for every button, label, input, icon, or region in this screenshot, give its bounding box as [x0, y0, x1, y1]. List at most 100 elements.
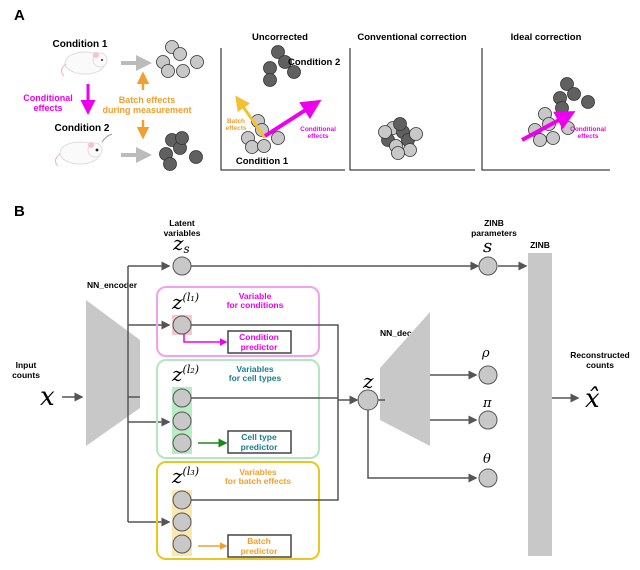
- z-l2-node: [172, 388, 192, 408]
- latent-to-z-lines: [191, 261, 480, 501]
- batch-box-title-2: for batch effects: [225, 476, 291, 486]
- z-l1-node: [172, 315, 192, 335]
- s-node: [478, 256, 498, 276]
- condition1-label: Condition 1: [53, 39, 108, 50]
- mouse-condition2-icon: [54, 133, 113, 167]
- plot-title: Ideal correction: [511, 32, 582, 43]
- conditional-label-2: effects: [308, 133, 329, 140]
- nn-decoder-label: NN_decoder: [380, 328, 431, 338]
- cell-dot: [175, 131, 189, 145]
- condition2-label: Condition 2: [55, 123, 110, 134]
- z-l2-node: [172, 411, 192, 431]
- conditional-effects-label-1: Conditional: [23, 93, 73, 103]
- cell-type-predictor-box: [227, 430, 292, 454]
- cell-dot: [271, 131, 285, 145]
- input-counts-label-1: Input: [16, 360, 37, 370]
- conditional-effects-label-2: effects: [33, 103, 62, 113]
- encoder-branches: [127, 261, 171, 527]
- reconstructed-label-1: Reconstructed: [570, 350, 630, 360]
- cell-dot: [271, 45, 285, 59]
- batch-label-1: Batch: [227, 118, 245, 125]
- z-l2-label: z(l₂): [171, 362, 199, 386]
- batch-arrow: [235, 95, 267, 139]
- panel-a-label: A: [14, 7, 25, 24]
- cell-dot: [245, 140, 259, 154]
- rho-label: ρ: [481, 346, 490, 361]
- zinb-bar: [528, 253, 552, 556]
- condition2-label: Condition 2: [288, 57, 340, 68]
- batch-predictor-box: [227, 534, 292, 558]
- panel-b-label: B: [14, 203, 25, 220]
- z-l3-label: z(l₃): [171, 464, 199, 488]
- zinb-label: ZINB: [530, 240, 550, 250]
- condition-predictor-box: [227, 330, 292, 354]
- cell-pred-label-2: predictor: [241, 442, 279, 452]
- z-label: z: [362, 369, 374, 393]
- decoder-lines: [367, 261, 580, 483]
- batch-effects-label-1: Batch effects: [119, 95, 176, 105]
- cell-dot: [560, 77, 574, 91]
- cell-dot: [173, 47, 187, 61]
- batch-pred-label-2: predictor: [241, 546, 279, 556]
- cell-dot: [263, 61, 277, 75]
- conditional-label-2: effects: [578, 133, 599, 140]
- cell-dot: [176, 64, 190, 78]
- zs-node: [172, 256, 192, 276]
- plot-ideal: Ideal correction Conditional effects: [481, 32, 610, 171]
- cell-dot: [163, 157, 177, 171]
- cell-dot: [263, 73, 277, 87]
- cell-types-box: [156, 359, 320, 459]
- z-l3-node: [172, 512, 192, 532]
- batch-effects-label-2: during measurement: [102, 105, 191, 115]
- cell-dot: [567, 87, 581, 101]
- plot-title: Uncorrected: [252, 32, 308, 43]
- batch-pred-label-1: Batch: [247, 536, 271, 546]
- plot-title: Conventional correction: [357, 32, 466, 43]
- zs-label: zs: [172, 231, 190, 256]
- s-label: s: [483, 236, 492, 257]
- cell-clusters: [156, 40, 595, 171]
- latent-label-1: Latent: [169, 218, 195, 228]
- cell-pred-label-1: Cell type: [241, 432, 277, 442]
- cond-box-title-2: for conditions: [227, 300, 284, 310]
- conditional-label-1: Conditional: [570, 126, 606, 133]
- mouse-condition1-icon: [60, 51, 108, 77]
- input-counts-label-2: counts: [12, 370, 40, 380]
- cell-dot: [161, 64, 175, 78]
- plot-conventional: Conventional correction: [349, 32, 475, 171]
- zinb-params-label-1: ZINB: [484, 218, 504, 228]
- cell-dot: [190, 55, 204, 69]
- cell-dot: [403, 143, 417, 157]
- cell-dot: [533, 133, 547, 147]
- cell-dot: [391, 146, 405, 160]
- cell-dot: [393, 117, 407, 131]
- reconstructed-label-2: counts: [586, 360, 614, 370]
- z-l3-node: [172, 534, 192, 554]
- nn-encoder-shape: [86, 300, 140, 446]
- cond-box-title-1: Variable: [239, 291, 272, 301]
- conditional-arrow: [263, 99, 322, 138]
- output-x-hat: x̂: [585, 384, 600, 414]
- cell-box-title-1: Variables: [236, 364, 274, 374]
- cell-dot: [189, 150, 203, 164]
- cell-dot: [278, 55, 292, 69]
- cond-pred-label-2: predictor: [241, 342, 279, 352]
- cell-dot: [581, 95, 595, 109]
- batch-box-title-1: Variables: [239, 467, 277, 477]
- latent-label-2: variables: [164, 228, 201, 238]
- plot-uncorrected: Uncorrected Condition 2 Condition 1 Batc…: [220, 32, 345, 171]
- plot-axes: [349, 48, 475, 171]
- pi-node: [478, 410, 498, 430]
- z-node: [357, 389, 379, 411]
- latent-nodes: [172, 315, 192, 554]
- input-x: x: [40, 382, 55, 412]
- plot-axes: [481, 48, 610, 171]
- nn-encoder-label: NN_encoder: [87, 280, 138, 290]
- conditional-arrow: [521, 111, 576, 142]
- theta-label: θ: [483, 452, 491, 467]
- z-l1-label: z(l₁): [171, 290, 199, 314]
- z-l3-node: [172, 490, 192, 510]
- cell-box-title-2: for cell types: [229, 373, 282, 383]
- theta-node: [478, 468, 498, 488]
